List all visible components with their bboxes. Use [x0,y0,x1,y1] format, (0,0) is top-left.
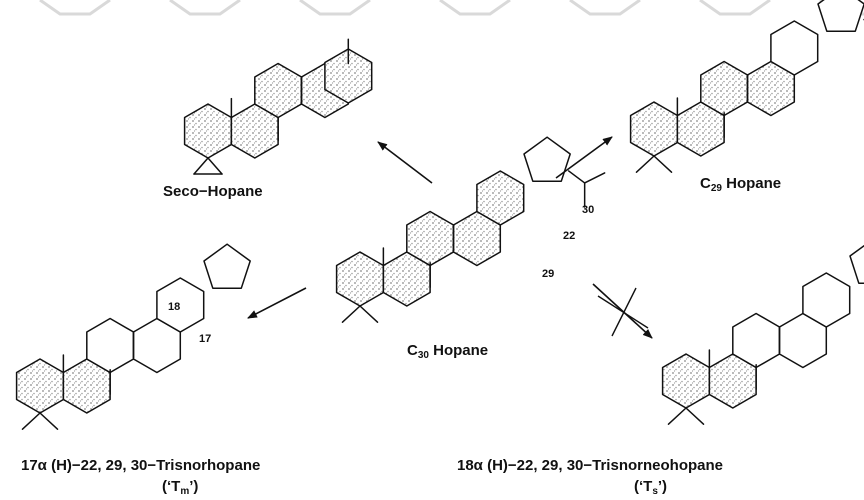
tm-open: (‘T [162,478,181,495]
hexane-ring [476,170,525,226]
seco-hopane-structure [183,38,373,175]
gem-dimethyl [39,412,59,430]
hexane-ring [661,353,711,409]
molecule-structures [15,0,864,430]
cyclopentane-ring [817,0,864,32]
gem-dimethyl [359,305,379,323]
arrow-to-trisnorhopane [247,287,307,319]
hexane-ring [156,277,205,333]
atom-number-18: 18 [168,301,181,313]
gem-dimethyl [685,407,705,425]
c29-prefix: C [700,175,711,192]
isopropyl-group [567,170,586,184]
hexane-ring [324,48,373,104]
seco-hopane-label: Seco−Hopane [163,183,263,200]
cyclopentane-ring [523,136,571,182]
atom-number-30: 30 [582,204,595,216]
c30-subscript: 30 [417,350,429,361]
gem-dimethyl [193,157,209,175]
c29-hopane-label: C29 Hopane [700,175,781,194]
gem-dimethyl [653,155,673,173]
c29-subscript: 29 [710,183,722,194]
hexane-ring [802,272,851,328]
c30-suffix: Hopane [428,342,489,359]
reaction-arrows [247,136,653,339]
tm-sub: m [180,486,190,497]
gem-dimethyl [341,305,361,323]
atom-number-29: 29 [542,268,555,280]
hexane-ring [183,103,233,159]
gem-dimethyl [207,157,223,175]
tm-abbreviation: (‘Tm’) [162,478,198,497]
blocked-reaction-cross [597,287,649,337]
hexane-ring [770,20,819,76]
ts-abbreviation: (‘Ts’) [634,478,667,497]
ts-close: ’) [657,478,668,495]
gem-dimethyl [667,407,687,425]
c30-hopane-structure [335,136,606,323]
trisnorneohopane-structure [661,244,864,425]
cyclopentane-ring [849,244,864,284]
cyclopentane-ring [203,243,251,289]
ts-sub: s [652,486,658,497]
isopropyl-group [583,172,606,184]
hexane-ring [15,358,65,414]
ts-open: (‘T [634,478,653,495]
atom-number-22: 22 [563,230,576,242]
gem-dimethyl [635,155,655,173]
c29-hopane-structure [629,0,864,173]
tm-close: ’) [189,478,199,495]
gem-dimethyl [21,412,41,430]
c30-hopane-label: C30 Hopane [407,342,488,361]
c29-suffix: Hopane [721,175,782,192]
atom-number-17: 17 [199,333,212,345]
hexane-ring [629,101,679,157]
arrow-to-c29-hopane [555,136,613,179]
hexane-ring [335,251,385,307]
c30-prefix: C [407,342,418,359]
arrow-to-seco-hopane [377,141,433,184]
trisnorhopane-name: 17α (H)−22, 29, 30−Trisnorhopane [21,457,261,474]
trisnorhopane-structure [15,243,251,430]
trisnorneohopane-name: 18α (H)−22, 29, 30−Trisnorneohopane [457,457,723,474]
